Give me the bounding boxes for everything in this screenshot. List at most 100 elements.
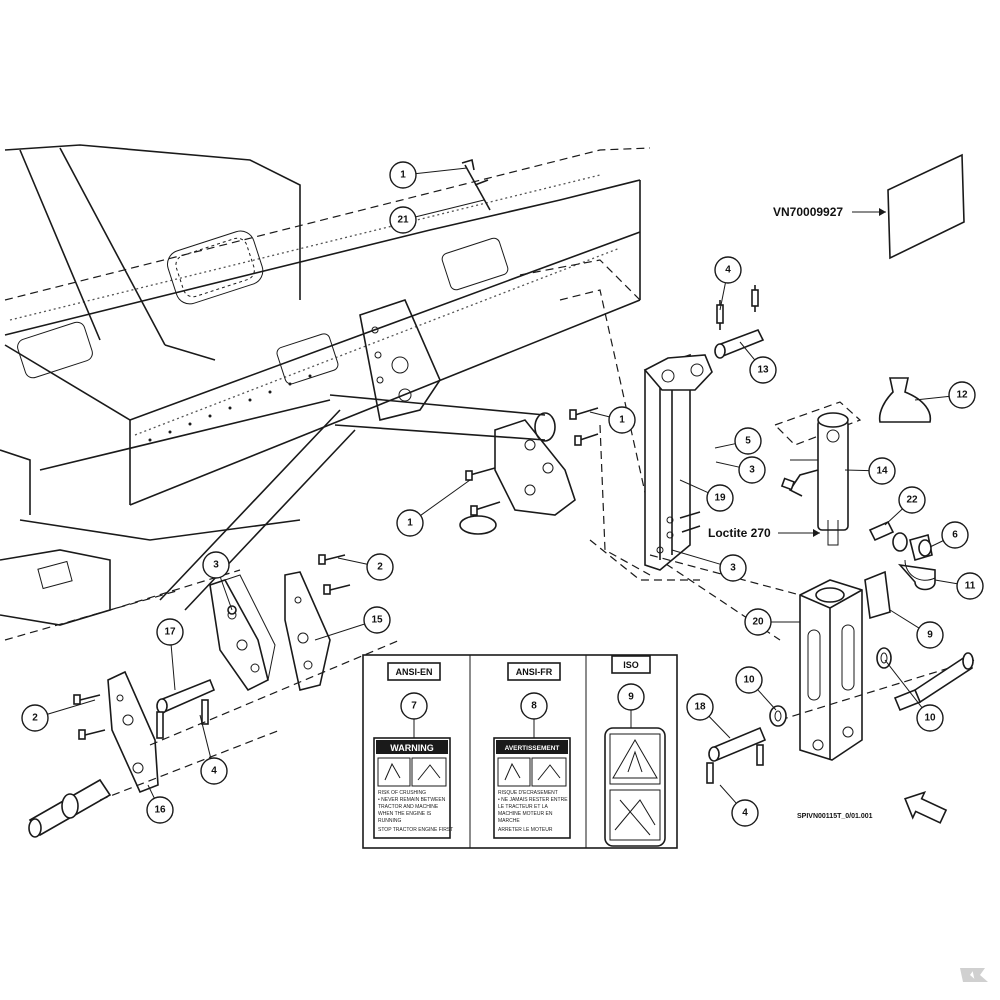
callout-circle (396, 509, 424, 537)
callout-circle (202, 551, 230, 579)
callout-circle (898, 486, 926, 514)
callout-number: 10 (743, 675, 755, 686)
callout-circle (719, 554, 747, 582)
callout-circle (916, 704, 944, 732)
svg-text:8: 8 (531, 701, 537, 712)
callout-circle (714, 256, 742, 284)
callout-c6: 6 (929, 521, 969, 549)
callout-leader (929, 540, 944, 548)
callout-circle (146, 796, 174, 824)
svg-text:MACHINE MOTEUR EN: MACHINE MOTEUR EN (498, 811, 553, 817)
callout-leader (219, 577, 233, 611)
callout-circle (156, 618, 184, 646)
callout-number: 2 (377, 562, 383, 573)
callout-c1c: 1 (396, 479, 471, 537)
callout-leader (337, 557, 368, 565)
callout-leader (314, 623, 365, 641)
callout-circle (749, 356, 777, 384)
callout-circle (686, 693, 714, 721)
drawing-code: SPIVN00115T_0/01.001 (797, 813, 873, 820)
callout-leader (757, 689, 777, 711)
callout-leader (889, 609, 920, 629)
callout-c17: 17 (156, 618, 184, 691)
callout-c1b: 1 (589, 406, 636, 434)
svg-text:ARRETER LE MOTEUR: ARRETER LE MOTEUR (498, 827, 553, 833)
decal-callout-8: 8 (520, 692, 548, 720)
callout-circle (389, 206, 417, 234)
callout-leader (47, 699, 96, 715)
pin-17 (156, 678, 216, 739)
bolt-set-right (465, 407, 599, 516)
callout-number: 18 (694, 702, 706, 713)
callout-c1a: 1 (389, 161, 468, 189)
callout-number: 15 (371, 615, 383, 626)
svg-text:9: 9 (628, 692, 634, 703)
callout-number: 11 (965, 581, 976, 592)
callout-number: 1 (619, 415, 625, 426)
callout-leader (671, 549, 721, 565)
callout-number: 14 (876, 466, 888, 477)
callout-circle (916, 621, 944, 649)
svg-text:MARCHE: MARCHE (498, 818, 520, 824)
chassis-frame (0, 144, 781, 641)
brand-logo-icon (960, 968, 988, 982)
callout-c3c: 3 (202, 551, 233, 611)
callout-leader (719, 282, 726, 311)
callout-circle (731, 799, 759, 827)
callout-c4c: 4 (719, 784, 759, 827)
svg-text:• NE JAMAIS RESTER ENTRE: • NE JAMAIS RESTER ENTRE (498, 797, 568, 803)
callout-number: 6 (952, 530, 958, 541)
callout-c16: 16 (146, 784, 174, 824)
svg-text:WHEN THE ENGINE IS: WHEN THE ENGINE IS (378, 811, 432, 817)
callout-c4b: 4 (199, 714, 228, 785)
cap-12 (878, 377, 932, 423)
callout-c10a: 10 (735, 666, 777, 711)
callout-c2a: 2 (337, 553, 394, 581)
cylinder-14 (773, 401, 862, 546)
callout-c22: 22 (884, 486, 926, 526)
callout-c14: 14 (844, 457, 896, 485)
decal-header-iso: ISO (623, 660, 639, 670)
callout-c13: 13 (739, 341, 777, 384)
callout-number: 5 (745, 436, 751, 447)
callout-leader (708, 715, 731, 739)
callout-number: 4 (742, 808, 748, 819)
callout-number: 19 (714, 493, 726, 504)
decal-callout-9: 9 (617, 683, 645, 711)
callout-circle (363, 606, 391, 634)
manual-sheet (852, 153, 965, 260)
callout-leader (199, 714, 212, 759)
pin-18 (706, 726, 767, 784)
svg-text:STOP TRACTOR ENGINE FIRST: STOP TRACTOR ENGINE FIRST (378, 827, 453, 833)
decal-banner-warning: WARNING (390, 743, 434, 753)
callout-c11: 11 (934, 572, 984, 600)
svg-text:RISK OF CRUSHING: RISK OF CRUSHING (378, 790, 426, 796)
callout-leader (884, 508, 903, 526)
callout-circle (941, 521, 969, 549)
callout-number: 1 (407, 518, 413, 529)
callout-leader (844, 469, 870, 472)
callout-number: 17 (164, 627, 176, 638)
callout-number: 4 (725, 265, 731, 276)
top-bolt-21 (461, 158, 491, 211)
decal-header-ansi-en: ANSI-EN (395, 667, 432, 677)
callout-leader (415, 199, 485, 218)
callout-circle (200, 757, 228, 785)
callout-number: 21 (397, 215, 409, 226)
decal-callout-7: 7 (400, 692, 428, 720)
doc-ref-label: VN70009927 (773, 205, 843, 219)
callout-leader (914, 395, 950, 401)
svg-text:RUNNING: RUNNING (378, 818, 401, 824)
callout-number: 1 (400, 170, 406, 181)
svg-text:7: 7 (411, 701, 417, 712)
callout-number: 3 (749, 465, 755, 476)
decal-9-small (864, 570, 891, 620)
svg-text:RISQUE D'ECRASEMENT: RISQUE D'ECRASEMENT (498, 790, 558, 796)
callout-leader (589, 411, 610, 418)
svg-text:LE TRACTEUR ET LA: LE TRACTEUR ET LA (498, 804, 548, 810)
drive-shaft (28, 778, 112, 838)
callout-number: 12 (956, 390, 968, 401)
callout-number: 3 (730, 563, 736, 574)
